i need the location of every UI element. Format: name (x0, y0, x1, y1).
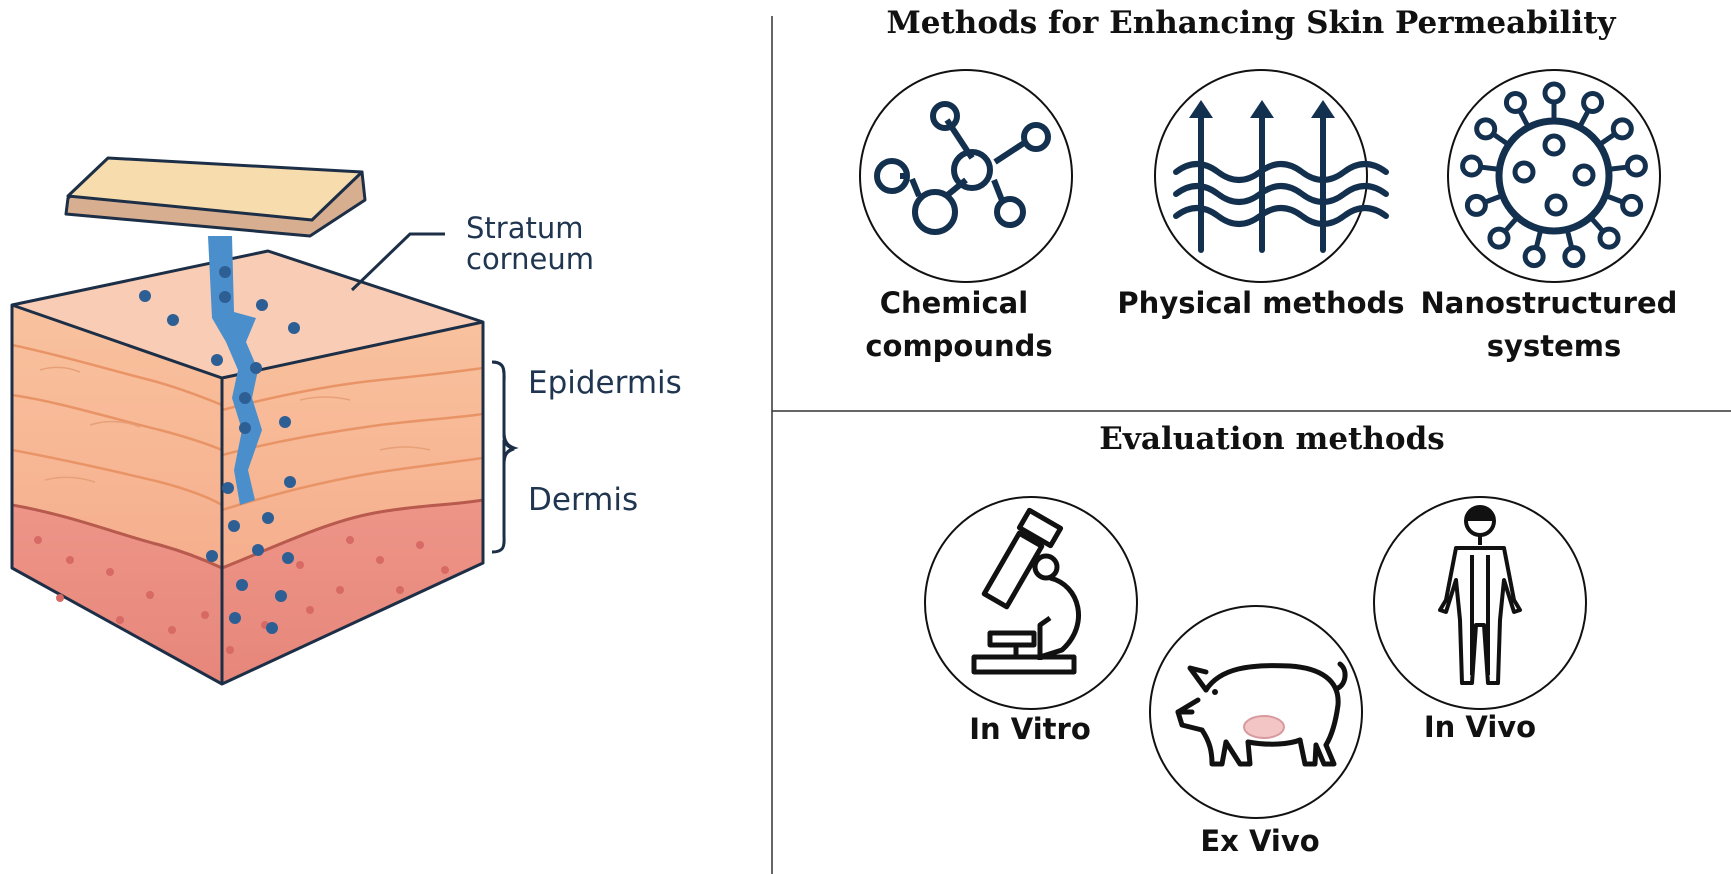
nanoparticle-ligand (1474, 117, 1498, 141)
physical-methods-label: Physical methods (1117, 286, 1404, 320)
drug-particles (139, 266, 300, 634)
enhancement-title: Methods for Enhancing Skin Permeability (886, 5, 1616, 41)
wave-arrows-icon (1154, 69, 1389, 283)
nanoparticle-ligand (1581, 91, 1605, 115)
dermis-brace (491, 447, 515, 554)
in-vitro-label: In Vitro (969, 712, 1091, 746)
enhancement-section: Methods for Enhancing Skin Permeability … (859, 5, 1687, 363)
nanoparticle-ligand (1464, 193, 1488, 217)
nanoparticle-ligand (1503, 91, 1527, 115)
chemical-compounds-label: Chemical compounds (865, 286, 1052, 363)
human-body-icon (1373, 496, 1587, 710)
in-vivo-label: In Vivo (1424, 710, 1536, 744)
nanoparticle-ligand (1460, 154, 1484, 178)
nanostructured-systems-label: Nanostructured systems (1420, 286, 1687, 363)
pig-icon (1149, 605, 1363, 819)
stratum-corneum-label: Stratum corneum (466, 211, 594, 276)
epidermis-label: Epidermis (528, 365, 682, 401)
nanoparticle-ligand (1610, 117, 1634, 141)
skin-layers-diagram: Stratum corneum Epidermis Dermis (10, 156, 682, 686)
evaluation-section: Evaluation methods In Vitro (924, 421, 1587, 858)
nanoparticle-ligand (1487, 226, 1511, 250)
ex-vivo-label: Ex Vivo (1200, 824, 1319, 858)
dermis-label: Dermis (528, 482, 638, 518)
nanoparticle-ligand (1522, 245, 1546, 269)
nanoparticle-ligand (1562, 245, 1586, 269)
nanoparticle-ligand (1597, 226, 1621, 250)
nanoparticle-ligand (1542, 81, 1566, 105)
dermis-dots (34, 536, 449, 654)
nanoparticle-ligand (1620, 193, 1644, 217)
nanoparticle-icon (1447, 69, 1661, 283)
drug-patch (64, 156, 367, 238)
evaluation-title: Evaluation methods (1099, 421, 1444, 457)
microscope-icon (924, 496, 1138, 710)
molecule-icon (859, 69, 1073, 283)
stratum-corneum-leader (350, 232, 445, 292)
permeation-channel (208, 236, 262, 505)
nanoparticle-ligand (1624, 154, 1648, 178)
